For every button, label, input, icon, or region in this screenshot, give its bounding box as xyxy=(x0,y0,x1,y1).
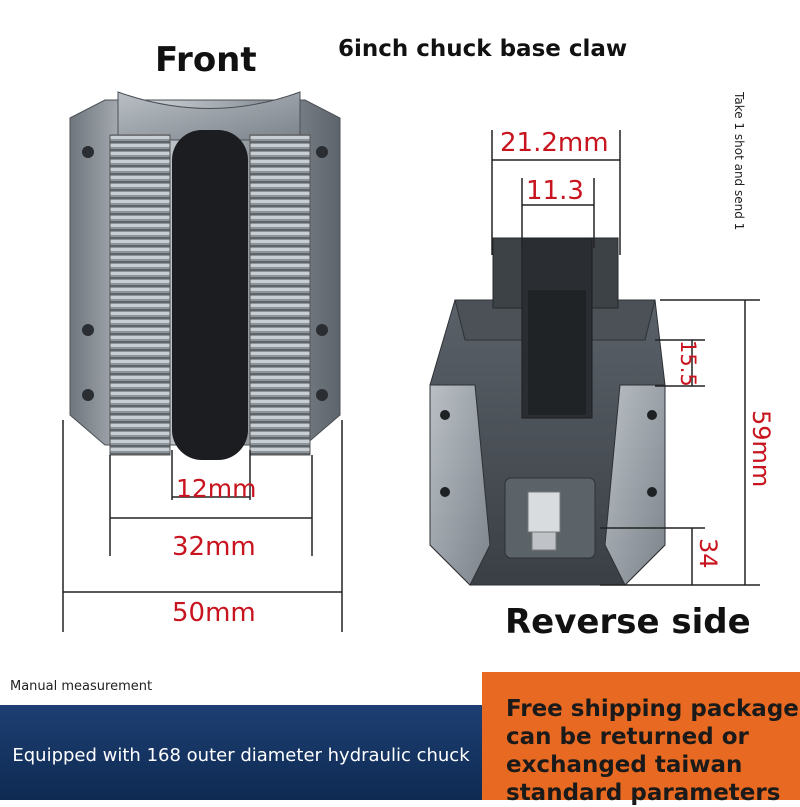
dim-rev-top-wide: 21.2mm xyxy=(500,128,609,158)
manual-measurement-note: Manual measurement xyxy=(10,679,153,694)
orange-banner-text: Free shipping package can be returned or… xyxy=(506,696,799,806)
dim-front-inner: 12mm xyxy=(176,474,257,503)
dim-rev-height-low: 34 xyxy=(694,538,722,569)
page-title: 6inch chuck base claw xyxy=(338,36,628,62)
dim-rev-height-total: 59mm xyxy=(747,410,775,488)
dim-rev-height-small: 15.5 xyxy=(676,340,700,387)
reverse-view xyxy=(429,237,666,586)
reverse-dimension-lines xyxy=(491,130,760,586)
side-note: Take 1 shot and send 1 xyxy=(722,92,752,282)
orange-banner xyxy=(482,672,800,800)
front-dimension-lines xyxy=(62,420,343,632)
blue-banner xyxy=(0,705,482,800)
front-view xyxy=(69,91,341,460)
front-label: Front xyxy=(155,40,257,80)
dim-front-outer: 50mm xyxy=(172,598,256,628)
dim-rev-top-narrow: 11.3 xyxy=(526,176,584,206)
side-note-text: Take 1 shot and send 1 xyxy=(732,92,746,231)
blue-banner-text: Equipped with 168 outer diameter hydraul… xyxy=(12,745,470,766)
reverse-label: Reverse side xyxy=(505,602,751,642)
dim-front-middle: 32mm xyxy=(172,532,256,562)
